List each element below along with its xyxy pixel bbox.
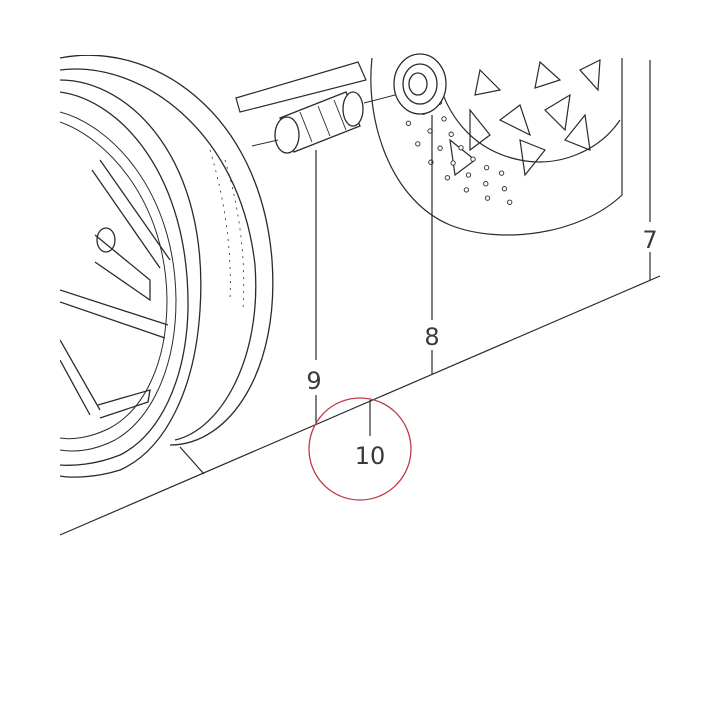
disc-hole [507, 199, 513, 205]
disc-hole [484, 195, 491, 201]
callout-9: 9 [306, 367, 321, 395]
disc-hole [483, 164, 490, 171]
disc-hole [405, 120, 412, 126]
disc-hole [501, 186, 508, 192]
disc-hole [415, 141, 421, 147]
axle-shaft [235, 61, 367, 113]
disc-hole [458, 145, 464, 151]
disc-hole [465, 172, 472, 178]
disc-hole [483, 181, 489, 187]
highlight-circle [308, 397, 412, 501]
axle-hub [393, 53, 447, 115]
disc-hole [463, 187, 470, 193]
ground-lines [59, 60, 661, 536]
disc-hole [498, 170, 505, 176]
callout-8: 8 [424, 323, 439, 351]
callout-10: 10 [355, 442, 386, 470]
disc-hole [444, 175, 451, 181]
disc-hole [450, 160, 456, 166]
disc-hole [441, 116, 447, 122]
callout-7: 7 [642, 226, 657, 254]
disc-hole [448, 131, 454, 137]
disc-hole [437, 145, 443, 151]
axis-centerline [251, 94, 396, 147]
disc-hole [470, 156, 476, 162]
spacer-sleeve [274, 91, 364, 154]
leader-lines [315, 115, 433, 436]
brake-disc [370, 57, 623, 236]
wheel-assembly [60, 55, 274, 478]
